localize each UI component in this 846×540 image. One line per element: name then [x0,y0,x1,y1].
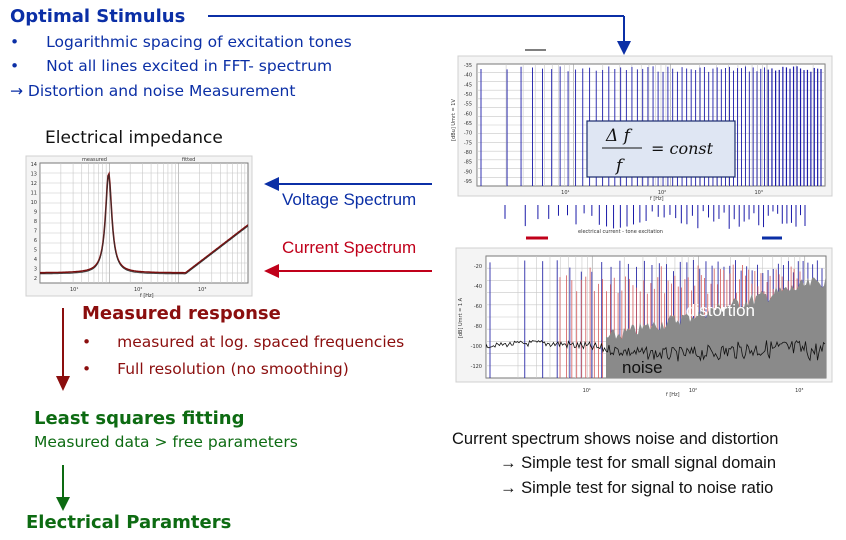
summary-line-2: → Simple test for small signal domain [500,454,777,472]
formula-rhs: = const [651,139,714,158]
voltage-y-tick: -95 [464,179,472,185]
current-y-tick: -80 [474,324,482,330]
current-x-tick: 10² [689,388,697,394]
impedance-legend-fitted: fitted [182,157,195,163]
least-squares-sub: Measured data > free parameters [34,433,298,451]
current-y-tick: -120 [471,364,482,370]
current-y-tick: -100 [471,344,482,350]
voltage-y-tick: -35 [464,63,472,69]
stimulus-bullet-1: •Logarithmic spacing of excitation tones [10,33,352,51]
voltage-x-label: f [Hz] [650,196,664,202]
impedance-title: Electrical impedance [45,128,223,148]
voltage-x-tick: 10¹ [561,190,569,196]
current-y-tick: -40 [474,284,482,290]
voltage-y-tick: -75 [464,140,472,146]
mid-legend-text: electrical current - tone excitation [578,229,663,235]
voltage-y-tick: -45 [464,82,472,88]
voltage-y-tick: -60 [464,111,472,117]
current-y-label: [dB] Umrt = 1 A [458,297,464,338]
impedance-y-tick: 13 [31,172,37,178]
current-spectrum-label: Current Spectrum [282,238,417,257]
impedance-y-tick: 4 [34,257,37,263]
impedance-y-tick: 5 [34,248,37,254]
impedance-y-tick: 2 [34,276,37,282]
measured-bullet-1-text: measured at log. spaced frequencies [117,333,405,351]
current-x-tick: 10¹ [583,388,591,394]
electrical-params-title: Electrical Paramters [26,512,232,533]
distortion-label: distortion [686,301,755,320]
voltage-y-tick: -90 [464,169,472,175]
current-arrow [264,264,432,278]
measured-title: Measured response [82,303,281,324]
impedance-y-tick: 6 [34,238,37,244]
voltage-y-tick: -85 [464,160,472,166]
voltage-arrow [264,177,432,191]
spectrum-tick-marks: electrical current - tone excitation [504,205,806,235]
least-squares-title: Least squares fitting [34,408,245,429]
stimulus-bullet-2: •Not all lines excited in FFT- spectrum [10,57,333,75]
impedance-y-tick: 7 [34,229,37,235]
current-x-tick: 10³ [795,388,803,394]
impedance-x-tick: 10¹ [70,287,78,293]
summary-line-3: → Simple test for signal to noise ratio [500,479,774,497]
voltage-spectrum-label: Voltage Spectrum [282,190,417,209]
stimulus-bullet-1-text: Logarithmic spacing of excitation tones [46,33,352,51]
formula-numerator: Δ f [605,126,633,146]
noise-label: noise [622,358,663,377]
voltage-y-tick: -70 [464,131,472,137]
impedance-x-label: f [Hz] [140,293,154,299]
impedance-y-tick: 8 [34,219,37,225]
impedance-x-tick: 10² [134,287,142,293]
impedance-y-tick: 14 [31,162,37,168]
voltage-y-label: [dBu] Umrt = 1V [451,99,457,141]
voltage-y-tick: -50 [464,92,472,98]
current-y-tick: -60 [474,304,482,310]
impedance-x-tick: 10³ [198,287,206,293]
current-y-tick: -20 [474,264,482,270]
measured-bullet-2-text: Full resolution (no smoothing) [117,360,349,378]
impedance-y-tick: 3 [34,267,37,273]
formula-denominator: f [614,156,625,176]
impedance-y-tick: 9 [34,210,37,216]
measured-bullet-1: •measured at log. spaced frequencies [82,333,405,351]
impedance-y-tick: 11 [31,191,37,197]
voltage-x-tick: 10³ [755,190,763,196]
measured-down-arrow [56,308,70,391]
voltage-y-tick: -65 [464,121,472,127]
impedance-legend-measured: measured [82,157,107,163]
current-x-label: f [Hz] [666,392,680,398]
stimulus-connector-arrow [208,15,631,55]
voltage-y-tick: -80 [464,150,472,156]
summary-line-1: Current spectrum shows noise and distort… [452,430,779,448]
stimulus-bullet-2-text: Not all lines excited in FFT- spectrum [46,57,333,75]
formula-box: Δ f f = const [586,120,736,178]
least-squares-down-arrow [56,465,70,511]
voltage-y-tick: -40 [464,73,472,79]
voltage-y-tick: -55 [464,102,472,108]
impedance-plot: 14 13 12 11 10 9 8 7 6 5 4 3 2 10¹ 10² 10³ f [Hz] measure… [25,155,253,299]
impedance-y-tick: 10 [31,200,37,206]
measured-bullet-2: •Full resolution (no smoothing) [82,360,349,378]
current-spectrum-plot: -20 -40 -60 -80 -100 -120 10¹ 10² 10³ [dB] Umrt =… [455,247,833,398]
voltage-x-tick: 10² [658,190,666,196]
stimulus-title: Optimal Stimulus [10,6,186,27]
impedance-y-tick: 12 [31,181,37,187]
stimulus-conclusion: → Distortion and noise Measurement [10,82,296,100]
